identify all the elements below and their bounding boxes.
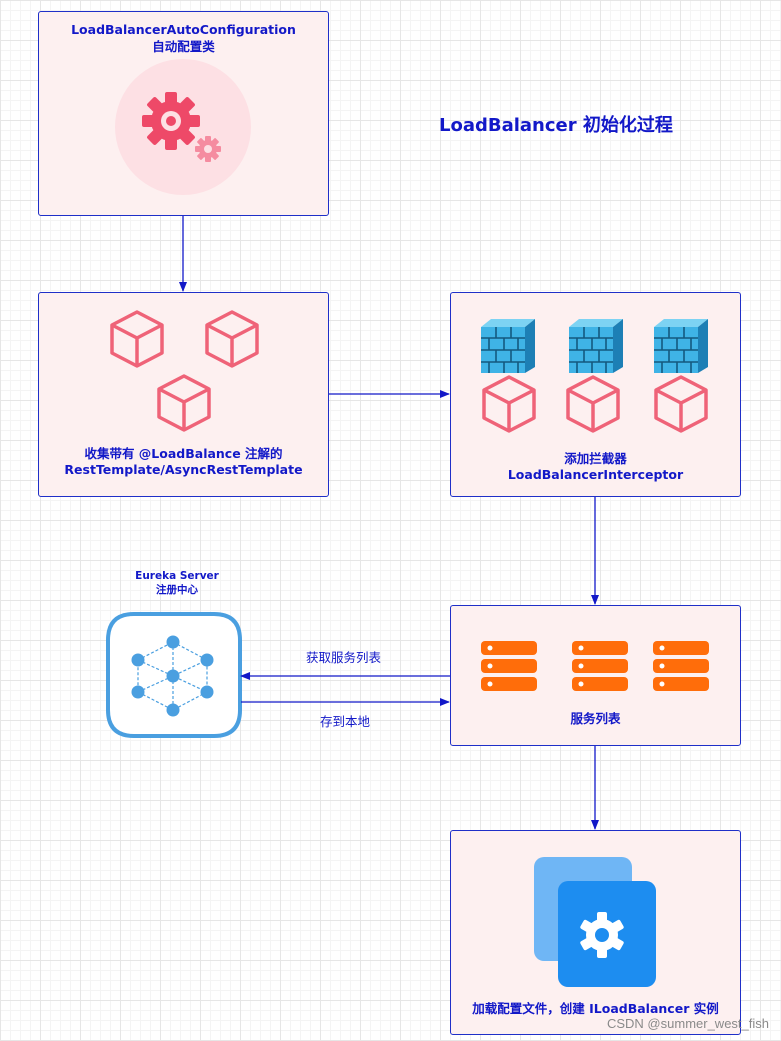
firewall-icon (654, 319, 708, 373)
firewall-icon (481, 319, 535, 373)
firewall-icon (569, 319, 623, 373)
cube-icon (157, 374, 211, 432)
server-icon (572, 641, 628, 691)
cube-icon (110, 310, 164, 368)
interceptor-caption-line2: LoadBalancerInterceptor (507, 467, 684, 482)
eureka-title: Eureka Server (135, 570, 219, 582)
cube-icon (654, 375, 708, 433)
collect-caption-line1: 收集带有 @LoadBalance 注解的 (84, 446, 283, 461)
cube-icon (566, 375, 620, 433)
settings-app-icon (534, 857, 656, 987)
server-icon (653, 641, 709, 691)
diagram-title: LoadBalancer 初始化过程 (439, 115, 673, 136)
eureka-caption: 注册中心 (156, 584, 198, 596)
node-service-list[interactable] (450, 605, 741, 746)
server-icon (481, 641, 537, 691)
network-hub-icon[interactable] (104, 610, 244, 740)
node-collect-rest-templates[interactable] (38, 292, 329, 497)
gear-icon (115, 59, 251, 195)
auto-config-class-name: LoadBalancerAutoConfiguration (71, 22, 296, 37)
cube-icon (205, 310, 259, 368)
edge-label-fetch-service-list: 获取服务列表 (306, 650, 382, 665)
collect-caption-line2: RestTemplate/AsyncRestTemplate (64, 462, 303, 477)
cube-icon (482, 375, 536, 433)
edge-label-store-locally: 存到本地 (320, 714, 371, 729)
auto-config-caption: 自动配置类 (152, 39, 215, 54)
watermark: CSDN @summer_west_fish (606, 1016, 769, 1031)
load-config-caption: 加载配置文件，创建 ILoadBalancer 实例 (472, 1001, 719, 1016)
interceptor-caption-line1: 添加拦截器 (564, 451, 627, 466)
service-list-caption: 服务列表 (570, 711, 621, 726)
